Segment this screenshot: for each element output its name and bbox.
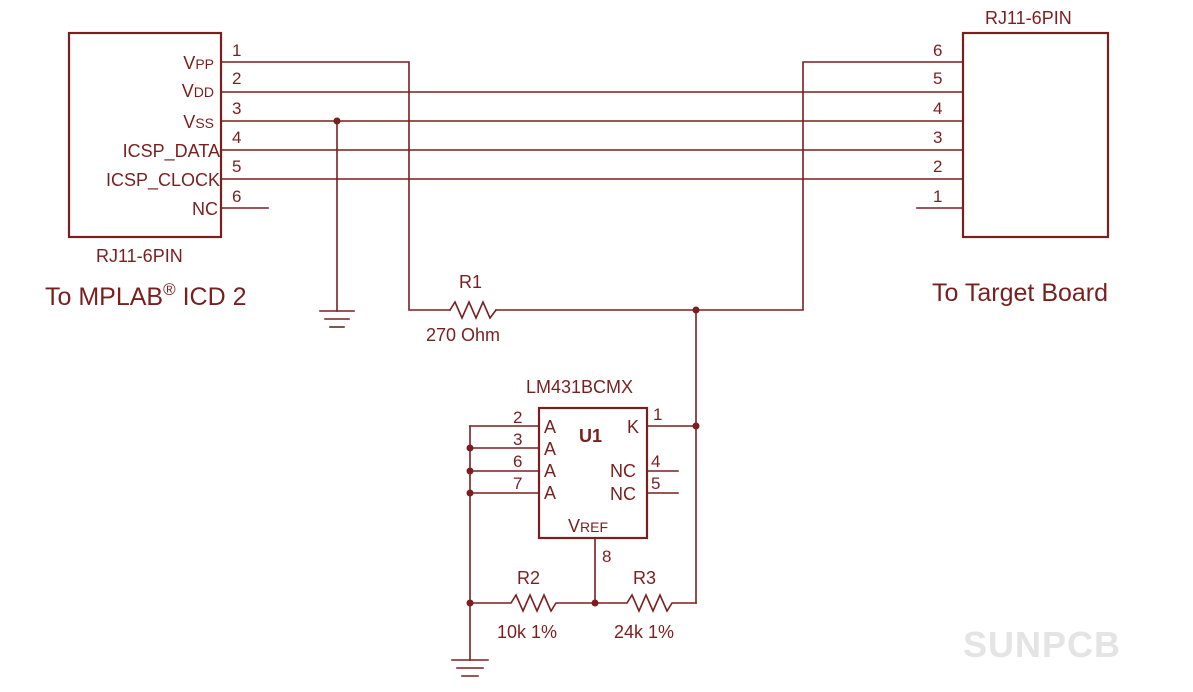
r3-ref: R3 [633,568,656,588]
right-pin-num-2: 2 [933,157,942,176]
u1-pin-name-7: A [544,483,556,503]
left-pin-name-nc: NC [192,199,218,219]
u1-pin-num-8: 8 [602,547,611,566]
left-pin-num-2: 2 [232,69,241,88]
r1-zigzag [448,300,498,320]
r2-value: 10k 1% [497,622,557,642]
left-connector-part: RJ11-6PIN [96,246,183,266]
left-pin-name-icsp-clock: ICSP_CLOCK [106,170,220,191]
u1-body [537,406,649,540]
right-connector-part: RJ11-6PIN [985,8,1072,28]
anode-bus [451,425,540,677]
r2-ref: R2 [517,568,540,588]
right-pin-num-4: 4 [933,99,942,118]
r3-value: 24k 1% [614,622,674,642]
junction-a7 [466,489,474,497]
junction-a3 [466,444,474,452]
left-connector: RJ11-6PIN To MPLAB® ICD 2 VPP VDD VSS IC… [45,31,269,311]
right-pin-num-3: 3 [933,128,942,147]
junction-a6 [466,467,474,475]
left-pin-num-1: 1 [232,41,241,60]
wire-vpp [220,61,451,311]
left-pin-name-vdd: VDD [182,81,214,101]
right-pin-num-1: 1 [933,187,942,206]
wire-target-vpp [495,61,964,311]
r1-value: 270 Ohm [426,325,500,345]
u1-pin-name-k: K [627,417,639,437]
junction-k [692,422,700,430]
u1-pin-num-2: 2 [513,408,522,427]
u1-pin-name-nc4: NC [610,461,636,481]
left-pin-num-6: 6 [232,187,241,206]
left-pin-num-3: 3 [232,99,241,118]
left-pin-name-vpp: VPP [183,53,214,73]
left-pin-num-4: 4 [232,128,241,147]
u1-pin-num-3: 3 [513,430,522,449]
bus-wires [220,61,964,311]
r2: R2 10k 1% [469,568,596,642]
r2-zigzag [469,593,596,613]
u1-pin-name-vref: VREF [568,516,608,536]
r3-zigzag [594,593,697,613]
u1-pin-num-7: 7 [513,474,522,493]
right-connector-body [961,31,1110,239]
u1-ref: U1 [579,426,602,446]
r1: R1 270 Ohm [426,272,500,345]
r3: R3 24k 1% [594,568,697,642]
u1-pin-num-4: 4 [651,452,660,471]
u1-pin-num-5: 5 [651,474,660,493]
watermark: SUNPCB [963,624,1121,665]
right-pin-num-6: 6 [933,41,942,60]
left-pin-num-5: 5 [232,157,241,176]
left-pin-name-vss: VSS [183,112,214,132]
u1-pin-num-6: 6 [513,452,522,471]
left-connector-body [67,31,223,239]
u1-pin-num-1: 1 [653,405,662,424]
right-connector-caption: To Target Board [932,279,1108,307]
left-connector-caption: To MPLAB® ICD 2 [45,280,247,311]
u1-pin-name-6: A [544,461,556,481]
r1-ref: R1 [459,272,482,292]
right-pin-num-5: 5 [933,69,942,88]
u1-part: LM431BCMX [526,377,633,397]
right-connector: RJ11-6PIN To Target Board 6 5 4 3 2 1 [916,8,1110,307]
left-pin-name-icsp-data: ICSP_DATA [123,141,220,162]
u1-pin-name-2: A [544,417,556,437]
u1-pin-name-nc5: NC [610,484,636,504]
vss-ground [319,117,355,328]
u1: LM431BCMX U1 A A A A 2 3 6 7 K 1 NC NC 4… [513,377,700,604]
u1-pin-name-3: A [544,439,556,459]
